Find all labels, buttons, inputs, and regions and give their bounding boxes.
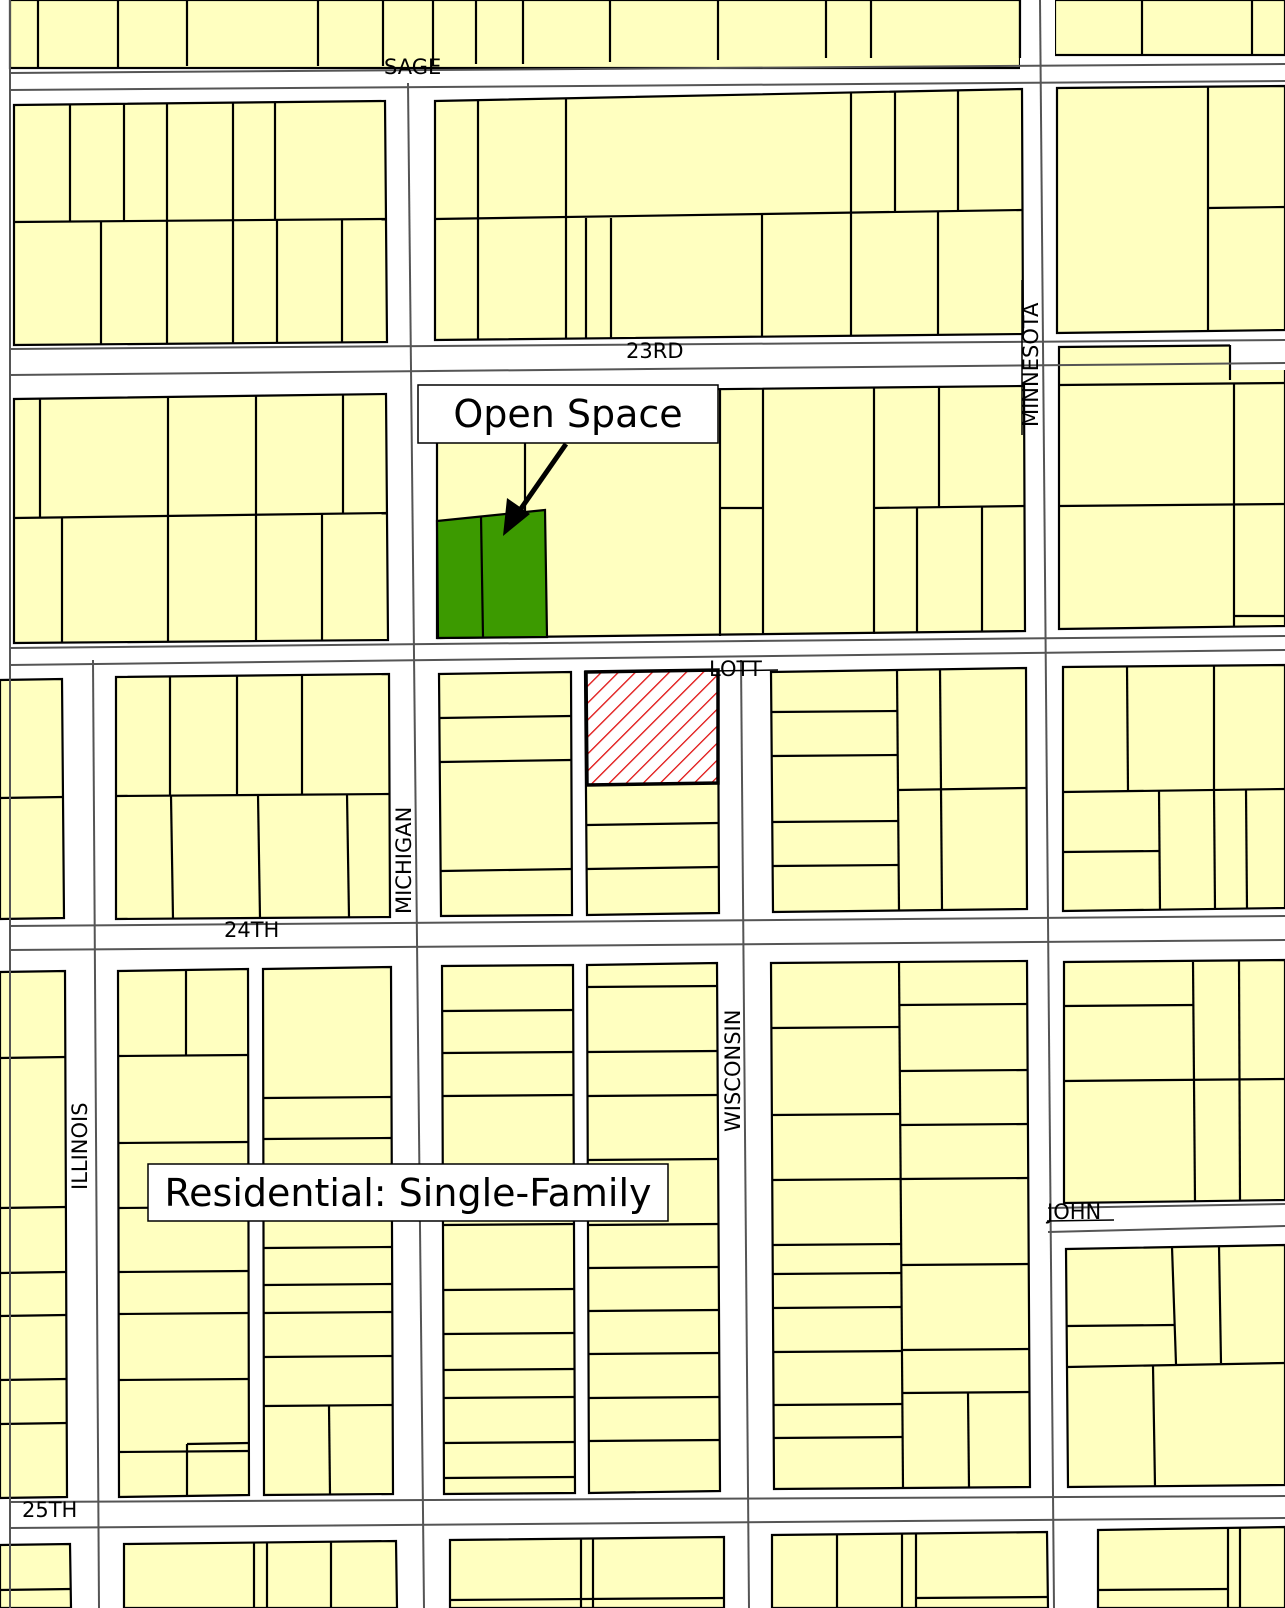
block-row-23rd-lott <box>12 340 1285 645</box>
street-label-minnesota: MINNESOTA <box>1019 302 1043 427</box>
parcel-block <box>122 1539 399 1608</box>
open-space-callout: Open Space <box>417 384 719 536</box>
block-row-lott-24th <box>0 663 1285 921</box>
street-label-sage: SAGE <box>384 55 441 79</box>
parcel-block <box>1055 84 1285 335</box>
parcel-block <box>440 963 577 1496</box>
street-label-lott: LOTT <box>709 657 762 681</box>
parcel-block <box>12 392 390 645</box>
street-label-john: JOHN <box>1045 1200 1101 1224</box>
parcel-block <box>0 969 69 1500</box>
parcel-block <box>8 0 1022 70</box>
open-space-label: Open Space <box>453 392 682 436</box>
street-centerlines <box>9 0 1285 1608</box>
residential-label-box <box>147 1163 669 1222</box>
parcel-block <box>0 677 66 921</box>
block-row-25th-south <box>0 1525 1285 1608</box>
parcel-block <box>114 672 392 921</box>
street-labels: SAGE 23RD LOTT 24TH 25TH JOHN MINNESOTA … <box>22 55 1115 1522</box>
subject-property-parcel <box>584 668 720 787</box>
parcel-block <box>1057 343 1285 631</box>
arrow-head-icon <box>503 498 530 536</box>
parcel-block <box>770 1530 1050 1608</box>
open-space-arrow <box>517 442 569 512</box>
street-label-24th: 24TH <box>224 918 279 942</box>
parcel-block <box>116 967 251 1499</box>
parcel-block <box>437 670 574 918</box>
parcel-block <box>261 965 395 1497</box>
parcel-block <box>1062 958 1285 1205</box>
street-label-michigan: MICHIGAN <box>392 807 416 914</box>
street-label-23rd: 23RD <box>626 339 683 363</box>
block-row-24th-25th <box>0 958 1285 1500</box>
parcel-block <box>1061 663 1285 913</box>
parcel-block <box>1053 0 1285 57</box>
block-row-sage-north <box>8 0 1285 75</box>
parcel-block <box>12 99 389 347</box>
parcel-block <box>585 961 722 1495</box>
block-row-sage-23rd <box>12 84 1285 347</box>
residential-callout: Residential: Single-Family <box>147 1163 669 1222</box>
parcel-block <box>1096 1525 1285 1608</box>
residential-label: Residential: Single-Family <box>164 1171 651 1215</box>
open-space-label-box <box>417 384 719 444</box>
parcel-block <box>448 1535 726 1608</box>
street-label-illinois: ILLINOIS <box>68 1102 92 1190</box>
street-label-wisconsin: WISCONSIN <box>721 1010 745 1132</box>
open-space-parcel <box>435 508 549 640</box>
street-label-25th: 25TH <box>22 1498 77 1522</box>
parcel-block <box>0 1542 73 1608</box>
